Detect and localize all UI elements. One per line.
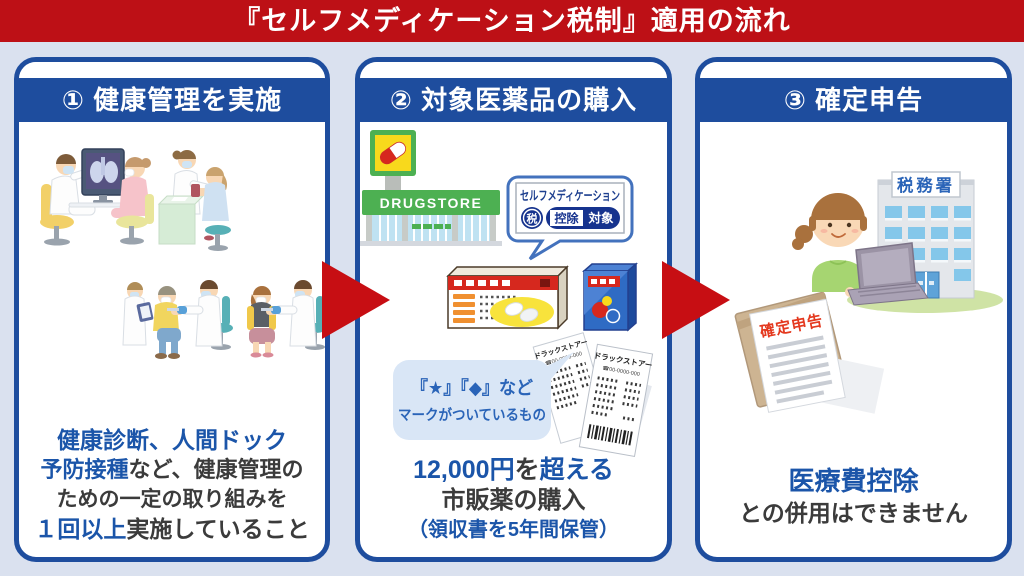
doctor-consultation-scene xyxy=(40,148,154,246)
drugstore-sign-text: DRUGSTORE xyxy=(380,195,483,211)
note-line2-text: マークがついているもの xyxy=(398,406,546,424)
mark-subject-text: 対象 xyxy=(587,211,614,226)
step3-panel: ③ 確定申告 税務署 xyxy=(695,57,1012,562)
step3-header-label: ③ 確定申告 xyxy=(783,85,924,115)
caption-text: 健康診断、人間ドック xyxy=(57,427,287,453)
caption-text: １回以上 xyxy=(34,516,127,542)
caption-text: を xyxy=(514,456,540,484)
caption-text: 超える xyxy=(539,456,614,484)
caption-text: 予防接種 xyxy=(40,457,129,482)
step1-caption: 健康診断、人間ドック 予防接種など、健康管理の ための一定の取り組みを １回以上… xyxy=(19,425,325,545)
note-line1-text: 『★』『◆』など xyxy=(411,377,533,398)
health-checkup-illustration xyxy=(40,148,325,359)
step1-header: ① 健康管理を実施 xyxy=(19,78,325,122)
caption-text: 医療費控除 xyxy=(788,466,919,496)
caption-text: （領収書を5年間保管） xyxy=(407,519,620,541)
caption-text: など、健康管理の xyxy=(128,457,304,482)
step1-header-label: ① 健康管理を実施 xyxy=(61,85,283,115)
doctor-giving-shot-1 xyxy=(167,280,233,350)
caption-text: 市販薬の購入 xyxy=(441,487,586,514)
caption-text: との併用はできません xyxy=(738,500,969,526)
flow-arrow-icon xyxy=(322,261,390,339)
mark-deduction-text: 控除 xyxy=(554,211,579,226)
caption-text: ための一定の取り組みを xyxy=(56,488,288,511)
drugstore-illustration: DRUGSTORE xyxy=(360,130,502,246)
step2-panel-top xyxy=(360,62,667,78)
page-title: 『セルフメディケーション税制』適用の流れ xyxy=(233,6,791,36)
mark-note-bubble: 『★』『◆』など マークがついているもの xyxy=(393,352,574,440)
step2-caption: 12,000円を超える 市販薬の購入 （領収書を5年間保管） xyxy=(360,455,667,545)
self-medication-mark-bubble: セルフメディケーション 税 控除 対象 xyxy=(506,175,634,261)
caption-text: 実施していること xyxy=(126,516,310,542)
vaccination-scene xyxy=(122,280,325,359)
step2-panel: ② 対象医薬品の購入 DRUGSTORE xyxy=(355,57,672,562)
flow-arrow-icon xyxy=(662,261,730,339)
mark-title-text: セルフメディケーション xyxy=(520,188,620,203)
medicine-boxes-illustration xyxy=(446,262,638,332)
step1-panel: ① 健康管理を実施 xyxy=(14,57,330,562)
blood-pressure-scene xyxy=(157,150,231,251)
mark-tax-text: 税 xyxy=(527,212,538,226)
step3-caption: 医療費控除 との併用はできません xyxy=(700,464,1007,529)
receipts-illustration: ドラックストアー ☎00-0000-000 ドラックストアー xyxy=(532,332,653,457)
step2-header: ② 対象医薬品の購入 xyxy=(360,78,667,122)
title-banner: 『セルフメディケーション税制』適用の流れ xyxy=(0,0,1024,42)
woman-filing-illustration xyxy=(792,193,871,297)
step2-header-label: ② 対象医薬品の購入 xyxy=(389,85,638,115)
tax-filing-illustration: 税務署 xyxy=(734,171,1003,414)
laptop-illustration xyxy=(847,242,929,306)
doctor-giving-shot-2 xyxy=(261,280,325,350)
building-sign-text: 税務署 xyxy=(897,175,955,195)
capsule-icon xyxy=(379,141,407,165)
drug-purchase-illustration: DRUGSTORE xyxy=(360,130,653,457)
caption-text: 12,000円 xyxy=(413,456,515,484)
barcode xyxy=(587,424,633,446)
tax-return-document-illustration: 確定申告 xyxy=(734,291,885,414)
step3-header: ③ 確定申告 xyxy=(700,78,1007,122)
step3-panel-top xyxy=(700,62,1007,78)
step1-panel-top xyxy=(19,62,325,78)
